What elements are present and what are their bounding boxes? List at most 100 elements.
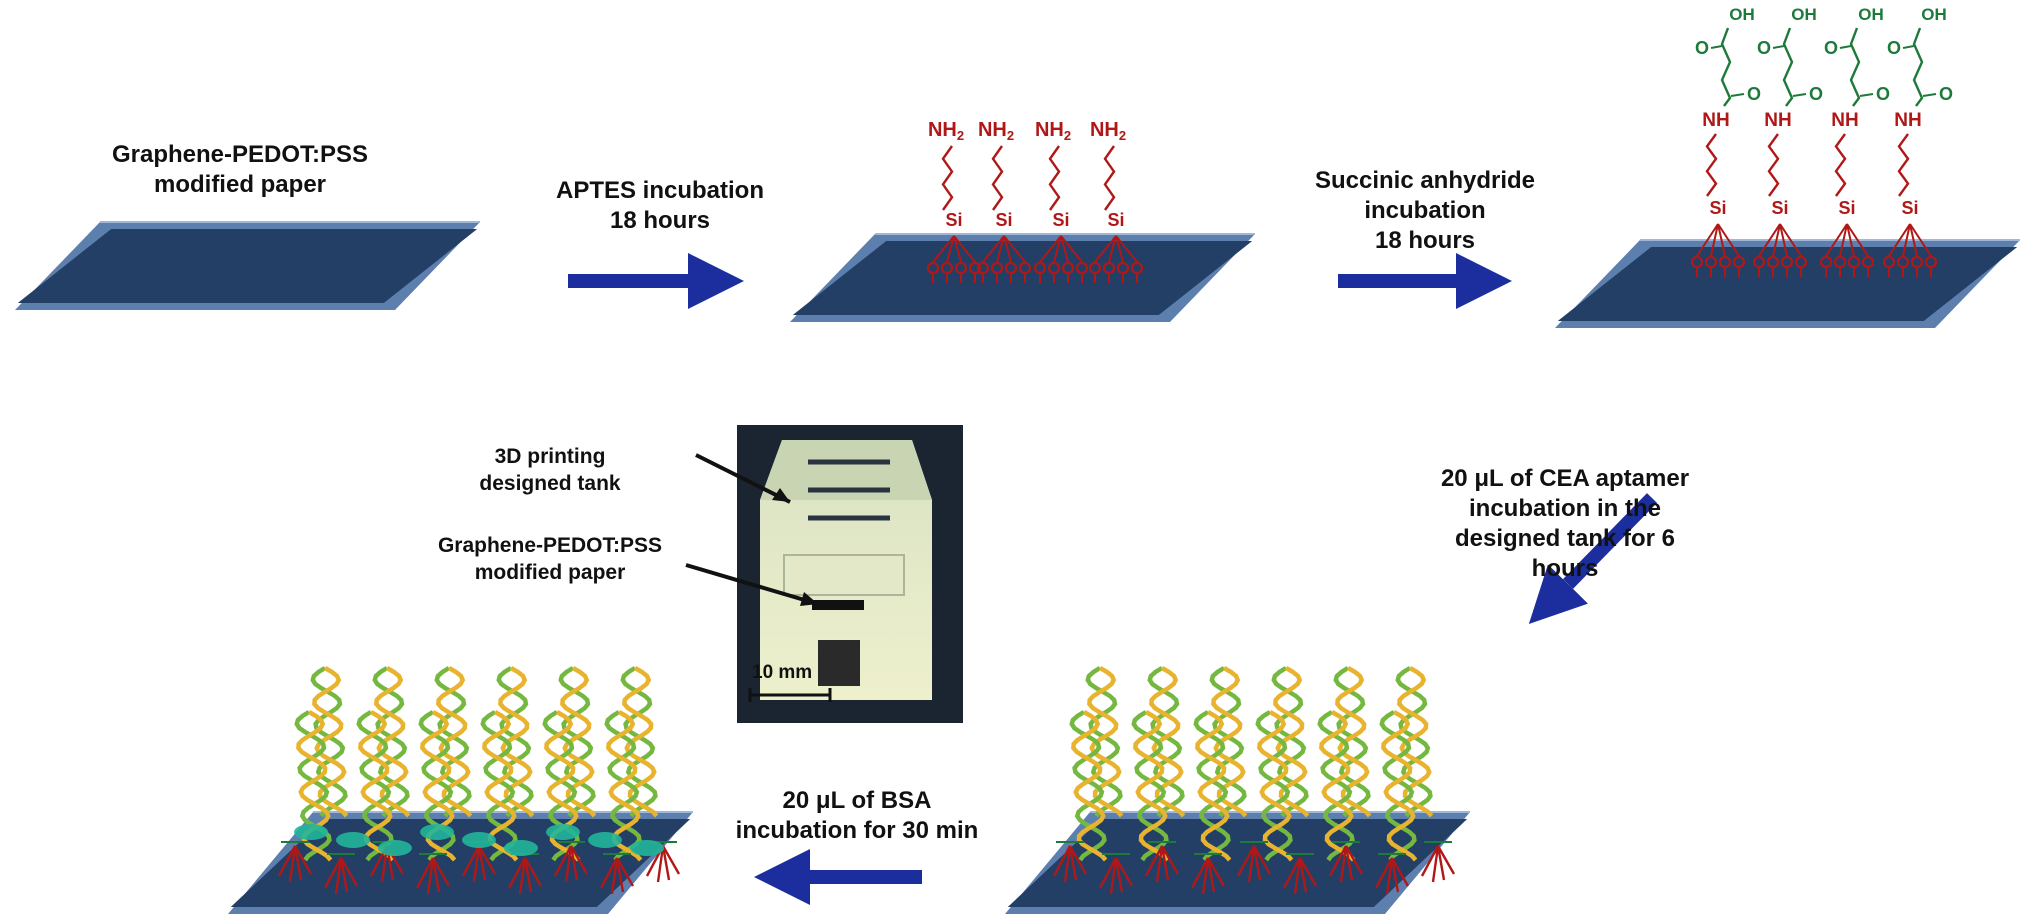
alkyl-chain bbox=[941, 145, 954, 211]
bsa-protein bbox=[630, 840, 664, 856]
silane-label: Si bbox=[995, 210, 1012, 230]
anchor-root bbox=[523, 857, 533, 893]
amide-o-label: O bbox=[1939, 84, 1953, 104]
scale-bar-label: 10 mm bbox=[752, 662, 813, 683]
amine-subscript: 2 bbox=[1064, 128, 1071, 143]
arrow-aptamer bbox=[1528, 493, 1658, 625]
dna-strand-green bbox=[1069, 710, 1107, 862]
paper-surface bbox=[1557, 247, 2018, 321]
bsa-label-line2: incubation for 30 min bbox=[735, 817, 979, 844]
dna-strand-yellow bbox=[1257, 710, 1294, 862]
anchor-root bbox=[1298, 857, 1318, 887]
anchor-root bbox=[1298, 857, 1308, 893]
anchor-root bbox=[523, 857, 543, 887]
anchor-bond bbox=[1039, 235, 1062, 263]
anchor-root bbox=[1282, 857, 1302, 889]
bsa-protein bbox=[336, 832, 370, 848]
tank-window bbox=[818, 640, 860, 686]
anchor-bond bbox=[1003, 235, 1026, 263]
bsa-protein bbox=[504, 840, 538, 856]
bsa-protein bbox=[420, 824, 454, 840]
paper-photo-label: Graphene-PEDOT:PSS modified paper bbox=[400, 532, 700, 586]
carbonyl-o-label: O bbox=[1757, 38, 1771, 58]
dna-strand-yellow bbox=[358, 710, 395, 862]
anchor-root bbox=[415, 857, 435, 889]
anchor-root bbox=[431, 857, 451, 887]
paper-pointer-head bbox=[800, 592, 818, 606]
amine-label: NH2 bbox=[978, 119, 1014, 143]
dna-strand-green bbox=[310, 666, 348, 818]
alkyl-chain bbox=[1767, 133, 1780, 197]
succinic-label-line3: 18 hours bbox=[1374, 227, 1476, 254]
dna-strand-green bbox=[1085, 666, 1123, 818]
amide-o-label: O bbox=[1876, 84, 1890, 104]
amine-label: NH2 bbox=[1090, 119, 1126, 143]
anchor-root bbox=[599, 857, 619, 889]
dna-strand-green bbox=[1255, 710, 1293, 862]
amine-subscript: 2 bbox=[957, 128, 964, 143]
anchor-bond bbox=[1717, 223, 1726, 257]
anchor-root bbox=[1144, 845, 1164, 877]
aptamer-helix bbox=[1317, 710, 1356, 862]
hydroxyl-label: OH bbox=[1729, 5, 1755, 24]
amide-carbonyl-bond bbox=[1792, 93, 1807, 97]
anchor-root bbox=[507, 857, 527, 889]
amine-subscript: 2 bbox=[1007, 128, 1014, 143]
anchor-bond bbox=[953, 235, 962, 263]
dna-strand-green bbox=[1131, 710, 1169, 862]
tank-label-line1: 3D printing bbox=[494, 445, 606, 468]
aptes-label-line1: APTES incubation bbox=[555, 177, 764, 204]
dna-strand-green bbox=[604, 710, 642, 862]
aptamer-label-line2: incubation in the bbox=[1469, 495, 1661, 522]
succinyl-chain bbox=[1849, 27, 1861, 107]
anchor-bond bbox=[932, 235, 955, 263]
carbonyl-bond bbox=[1710, 45, 1723, 49]
aptes-step-label: APTES incubation 18 hours bbox=[535, 176, 785, 236]
anchor-root bbox=[1068, 845, 1088, 875]
bsa-protein bbox=[462, 832, 496, 848]
anchor-root bbox=[1252, 845, 1272, 875]
anchor-bond bbox=[1094, 235, 1117, 263]
paper-photo-label-line2: modified paper bbox=[474, 561, 626, 584]
succinic-label-line1: Succinic anhydride bbox=[1314, 167, 1536, 194]
silane-label: Si bbox=[1838, 198, 1855, 218]
hydroxyl-label: OH bbox=[1858, 5, 1884, 24]
anchor-root bbox=[1431, 845, 1440, 883]
dna-strand-yellow bbox=[1319, 710, 1356, 862]
carbonyl-bond bbox=[1839, 45, 1852, 49]
dna-strand-green bbox=[1147, 666, 1185, 818]
silane-label: Si bbox=[1107, 210, 1124, 230]
amine-label: NH2 bbox=[1035, 119, 1071, 143]
dna-strand-green bbox=[480, 710, 518, 862]
anchor-root bbox=[661, 845, 671, 881]
anchor-root bbox=[1247, 845, 1256, 883]
anchor-bond bbox=[1053, 235, 1062, 263]
aptamer-forest bbox=[1052, 666, 1456, 895]
anchor-root bbox=[426, 857, 435, 895]
anchor-bond bbox=[1115, 235, 1124, 263]
amine-label: NH2 bbox=[928, 119, 964, 143]
hydroxyl-label: OH bbox=[1791, 5, 1817, 24]
silane-label: Si bbox=[1709, 198, 1726, 218]
alkyl-chain bbox=[991, 145, 1004, 211]
anchor-root bbox=[1063, 845, 1072, 883]
anchor-root bbox=[569, 845, 589, 875]
anchor-bond bbox=[1758, 223, 1781, 257]
carbonyl-o-label: O bbox=[1695, 38, 1709, 58]
anchor-root bbox=[615, 857, 625, 893]
dna-strand-green bbox=[1271, 666, 1309, 818]
amide-o-label: O bbox=[1809, 84, 1823, 104]
anchor-bond bbox=[1846, 223, 1869, 257]
anchor-root bbox=[615, 857, 635, 887]
alkyl-chain bbox=[1705, 133, 1718, 197]
anchor-bond bbox=[1825, 223, 1848, 257]
paper-surface bbox=[792, 241, 1253, 315]
anchor-root bbox=[431, 857, 441, 893]
anchor-bond bbox=[1717, 223, 1740, 257]
aptamer-label-line1: 20 μL of CEA aptamer bbox=[1440, 465, 1690, 492]
anchor-root bbox=[1160, 845, 1170, 881]
amide-o-label: O bbox=[1747, 84, 1761, 104]
